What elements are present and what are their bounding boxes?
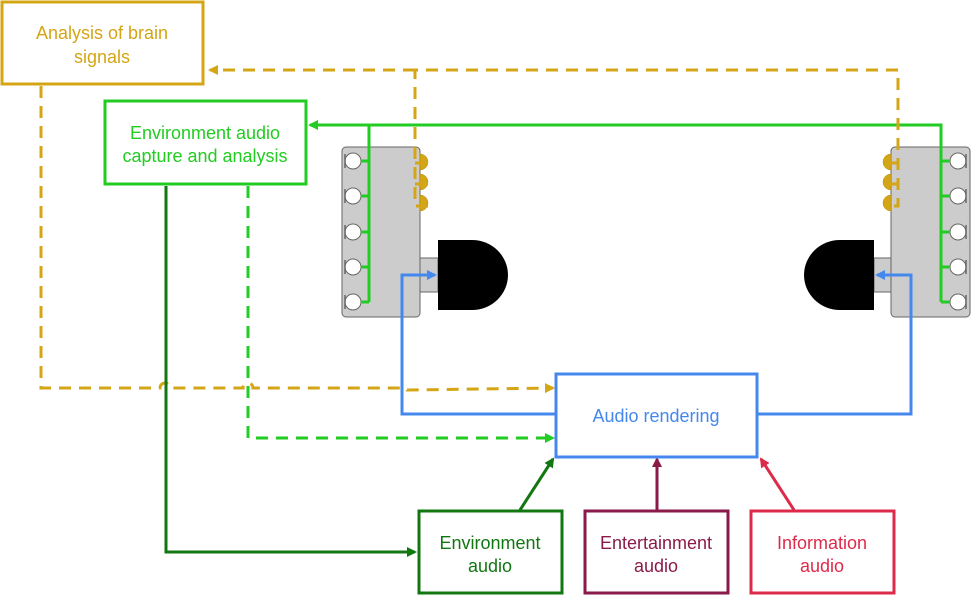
audio-rendering-box: Audio rendering (554, 372, 759, 459)
left-speaker-icon (438, 240, 508, 310)
audio-rendering-label: Audio rendering (592, 406, 719, 426)
information-audio-label-line1: Information (777, 533, 867, 553)
electrode-icon (882, 173, 892, 191)
information-audio-label-line2: audio (800, 556, 844, 576)
env-capture-label-line2: capture and analysis (122, 146, 287, 166)
electrode-icon (419, 173, 429, 191)
brain-analysis-box: Analysis of brain signals (0, 0, 205, 86)
right-microphone-array (949, 152, 967, 311)
env-audio-label-line1: Environment (439, 533, 540, 553)
env-capture-label-line1: Environment audio (130, 123, 280, 143)
microphone-icon (949, 293, 967, 311)
microphone-icon (949, 223, 967, 241)
eeg-to-brain-connector (208, 65, 900, 208)
env-capture-to-rendering-connector (246, 186, 555, 443)
left-earpiece (341, 146, 508, 318)
env-audio-to-rendering-connector (518, 457, 555, 511)
env-audio-label-line2: audio (468, 556, 512, 576)
microphone-icon (949, 258, 967, 276)
electrode-icon (882, 194, 892, 212)
microphone-icon (344, 152, 362, 170)
microphone-icon (949, 187, 967, 205)
left-eeg-electrodes (419, 153, 429, 212)
microphone-icon (949, 152, 967, 170)
brain-analysis-label-line1: Analysis of brain (36, 23, 168, 43)
mic-to-env-capture-connector (308, 120, 950, 304)
microphone-icon (344, 258, 362, 276)
env-audio-box: Environment audio (417, 509, 564, 595)
information-audio-box: Information audio (749, 509, 896, 595)
microphone-icon (344, 293, 362, 311)
brain-analysis-label-line2: signals (74, 47, 130, 67)
microphone-icon (344, 223, 362, 241)
brain-to-rendering-connector (39, 86, 555, 394)
env-capture-to-env-audio-connector (164, 186, 417, 557)
left-microphone-array (344, 152, 362, 311)
entertainment-audio-label-line2: audio (634, 556, 678, 576)
microphone-icon (344, 187, 362, 205)
information-to-rendering-connector (759, 457, 796, 511)
right-speaker-icon (804, 240, 874, 310)
entertainment-audio-box: Entertainment audio (583, 509, 730, 595)
electrode-icon (419, 194, 429, 212)
rendering-to-speakers-connector (400, 270, 913, 416)
env-capture-box: Environment audio capture and analysis (103, 99, 308, 186)
entertainment-audio-label-line1: Entertainment (600, 533, 712, 553)
